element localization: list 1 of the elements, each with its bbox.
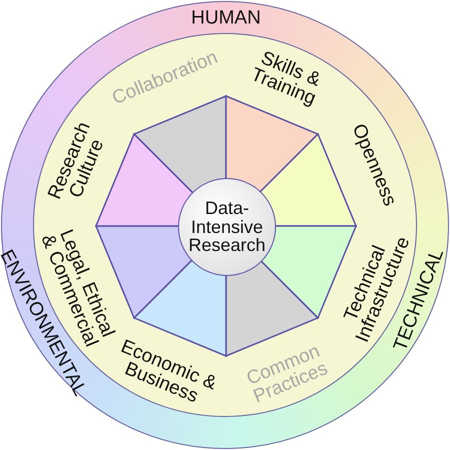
ring-label: HUMAN	[190, 8, 262, 28]
